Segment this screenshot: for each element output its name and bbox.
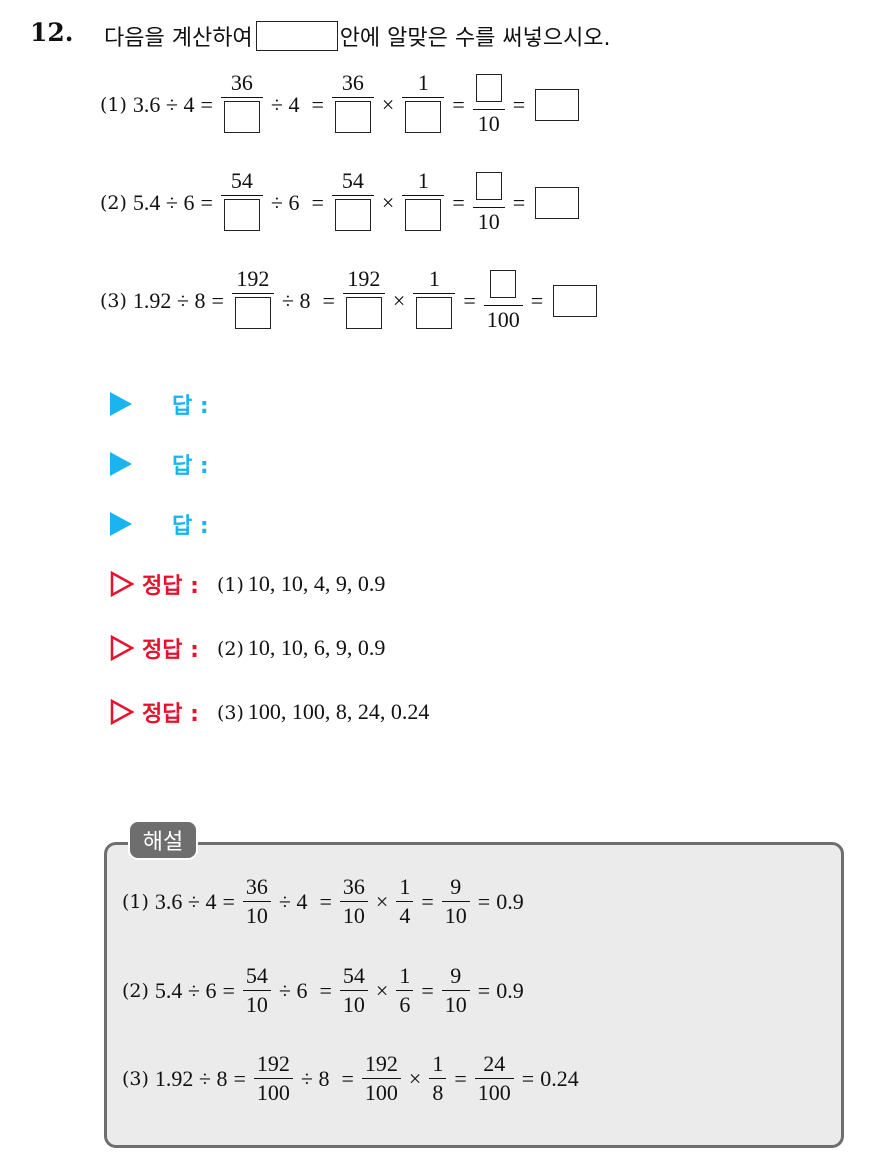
- correct-answer-1: 정답 : (1)10, 10, 4, 9, 0.9: [110, 568, 385, 600]
- answer-blank[interactable]: [475, 74, 502, 102]
- correct-answer-2: 정답 : (2)10, 10, 6, 9, 0.9: [110, 632, 385, 664]
- answer-blank[interactable]: [553, 284, 598, 317]
- fraction: 36: [220, 72, 263, 137]
- correct-value: 10, 10, 4, 9, 0.9: [247, 571, 386, 596]
- fraction: 192: [231, 268, 274, 333]
- fraction: 54: [331, 170, 374, 235]
- explanation-result: 0.9: [496, 977, 524, 1003]
- answer-blank[interactable]: [490, 270, 517, 298]
- fraction: 1: [402, 170, 445, 235]
- division: ÷ 4: [270, 91, 300, 117]
- fraction: 36: [331, 72, 374, 137]
- fraction: 1: [402, 72, 445, 137]
- question-text: 다음을 계산하여 안에 알맞은 수를 써넣으시오.: [104, 20, 611, 52]
- outline-triangle-icon: [110, 571, 134, 597]
- fraction: 100: [483, 270, 523, 331]
- correct-label: 정답 :: [142, 638, 199, 663]
- answer-blank[interactable]: [405, 101, 442, 133]
- play-triangle-icon: [110, 452, 132, 476]
- answer-blank[interactable]: [416, 297, 453, 329]
- fraction: 10: [472, 74, 505, 135]
- answer-blank[interactable]: [234, 297, 271, 329]
- correct-value: 100, 100, 8, 24, 0.24: [247, 699, 430, 724]
- answer-line-3[interactable]: 답 :: [110, 508, 209, 540]
- answer-blank[interactable]: [223, 101, 260, 133]
- problem-lhs: 3.6 ÷ 4: [132, 91, 195, 117]
- blank-box: [255, 21, 338, 51]
- answer-label: 답 :: [172, 514, 209, 539]
- question-text-after: 안에 알맞은 수를 써넣으시오.: [339, 26, 611, 51]
- fraction: 1: [413, 268, 456, 333]
- answer-blank[interactable]: [345, 297, 382, 329]
- outline-triangle-icon: [110, 635, 134, 661]
- answer-blank[interactable]: [535, 186, 580, 219]
- problem-1: (1) 3.6 ÷ 4 = 36 ÷ 4 = 36 × 1 = 10 =: [100, 72, 580, 137]
- division: ÷ 6: [270, 189, 300, 215]
- correct-label: 정답 :: [142, 702, 199, 727]
- question-number: 12.: [30, 18, 74, 47]
- problem-label: (1): [100, 93, 127, 116]
- explanation-title: 해설: [128, 820, 198, 860]
- fraction: 10: [472, 172, 505, 233]
- problem-2: (2) 5.4 ÷ 6 = 54 ÷ 6 = 54 × 1 = 10 =: [100, 170, 580, 235]
- problem-lhs: 1.92 ÷ 8: [132, 287, 206, 313]
- fraction: 54: [220, 170, 263, 235]
- answer-blank[interactable]: [223, 199, 260, 231]
- problem-label: (2): [100, 191, 127, 214]
- answer-blank[interactable]: [405, 199, 442, 231]
- problem-3: (3) 1.92 ÷ 8 = 192 ÷ 8 = 192 × 1 = 100 =: [100, 268, 598, 333]
- explanation-result: 0.9: [496, 888, 524, 914]
- answer-label: 답 :: [172, 394, 209, 419]
- answer-label: 답 :: [172, 454, 209, 479]
- correct-value: 10, 10, 6, 9, 0.9: [247, 635, 386, 660]
- explanation-result: 0.24: [540, 1065, 579, 1091]
- play-triangle-icon: [110, 512, 132, 536]
- answer-blank[interactable]: [535, 88, 580, 121]
- play-triangle-icon: [110, 392, 132, 416]
- answer-blank[interactable]: [334, 199, 371, 231]
- correct-answer-3: 정답 : (3)100, 100, 8, 24, 0.24: [110, 696, 429, 728]
- answer-line-2[interactable]: 답 :: [110, 448, 209, 480]
- question-text-before: 다음을 계산하여: [104, 26, 253, 51]
- answer-blank[interactable]: [334, 101, 371, 133]
- fraction: 192: [342, 268, 385, 333]
- answer-blank[interactable]: [475, 172, 502, 200]
- explanation-panel: [104, 842, 844, 1148]
- outline-triangle-icon: [110, 699, 134, 725]
- answer-line-1[interactable]: 답 :: [110, 388, 209, 420]
- problem-lhs: 5.4 ÷ 6: [132, 189, 195, 215]
- correct-label: 정답 :: [142, 574, 199, 599]
- problem-label: (3): [100, 289, 127, 312]
- division: ÷ 8: [281, 287, 311, 313]
